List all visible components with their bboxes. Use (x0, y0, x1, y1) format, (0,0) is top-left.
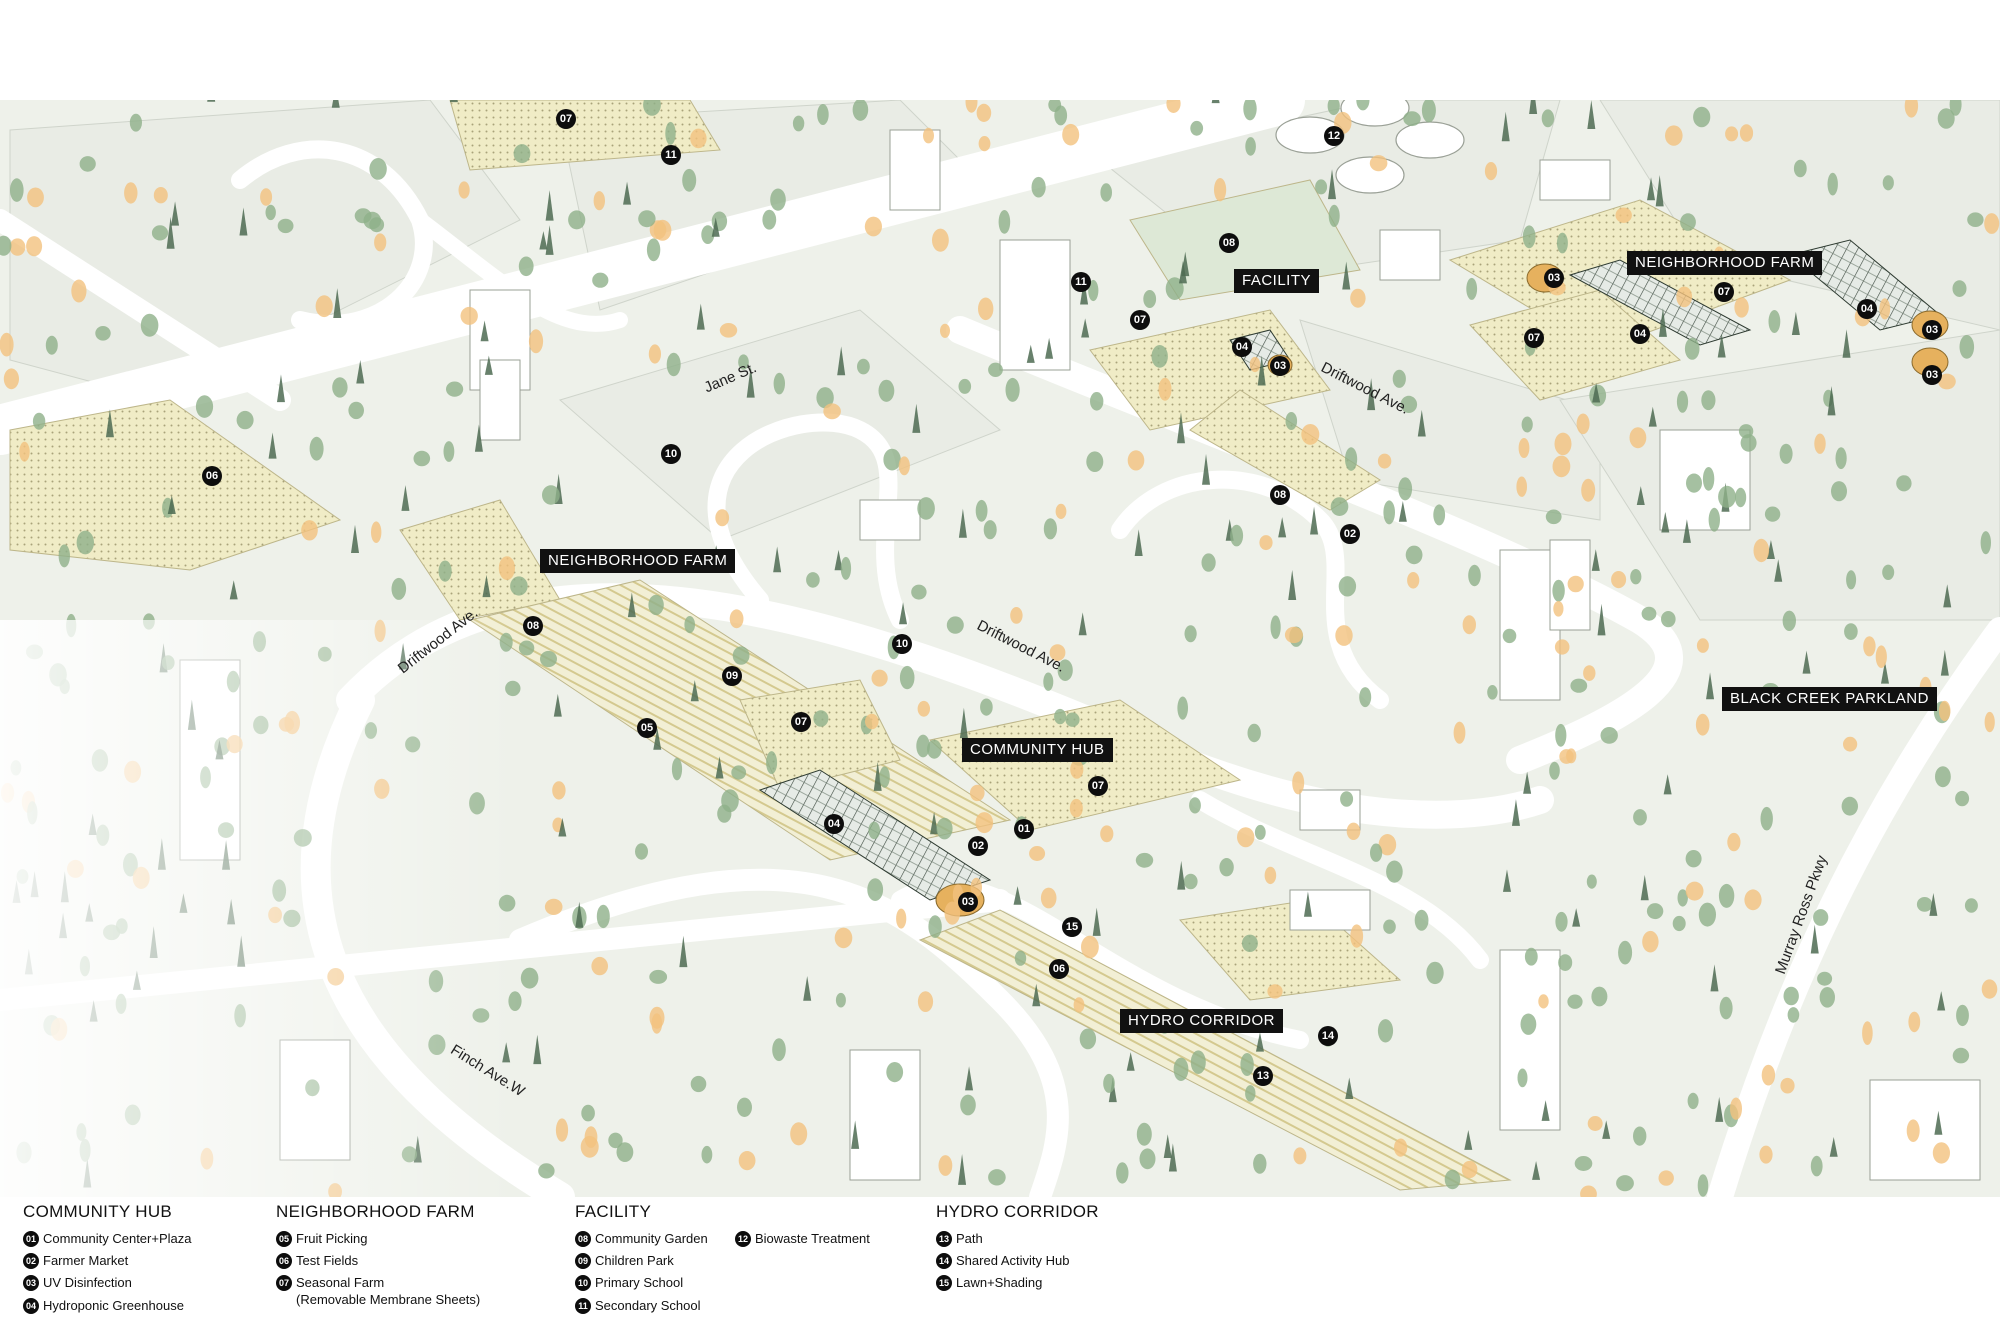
marker-03-nf-east-a: 03 (1544, 268, 1564, 288)
marker-12: 12 (1324, 126, 1344, 146)
marker-07-facility: 07 (1130, 310, 1150, 330)
label-black-creek-parkland: BLACK CREEK PARKLAND (1722, 687, 1937, 711)
marker-02-center: 02 (1340, 524, 1360, 544)
marker-13: 13 (1253, 1066, 1273, 1086)
marker-06-hydro: 06 (1049, 959, 1069, 979)
legend-item-07-note: (Removable Membrane Sheets) (296, 1292, 481, 1307)
label-hydro-corridor: HYDRO CORRIDOR (1120, 1009, 1284, 1033)
marker-09: 09 (722, 666, 742, 686)
legend-hydro-corridor-title: HYDRO CORRIDOR (936, 1202, 1099, 1221)
marker-06-west: 06 (202, 466, 222, 486)
marker-07-hub-west: 07 (791, 712, 811, 732)
label-neighborhood-farm-east: NEIGHBORHOOD FARM (1627, 251, 1823, 275)
marker-04-nf-east-a: 04 (1630, 324, 1650, 344)
marker-10-center: 10 (892, 634, 912, 654)
legend-community-hub-title: COMMUNITY HUB (23, 1202, 173, 1221)
marker-03-hub: 03 (958, 892, 978, 912)
marker-15: 15 (1062, 917, 1082, 937)
marker-11-facility: 11 (1071, 272, 1091, 292)
marker-08-west: 08 (523, 616, 543, 636)
axonometric-site-map (0, 100, 2000, 1197)
label-community-hub: COMMUNITY HUB (962, 738, 1113, 762)
marker-04-hub: 04 (824, 814, 844, 834)
label-facility: FACILITY (1234, 269, 1320, 293)
marker-11-north: 11 (661, 145, 681, 165)
marker-07-nf-east: 07 (1714, 282, 1734, 302)
marker-01-hub: 01 (1014, 819, 1034, 839)
label-neighborhood-farm-west: NEIGHBORHOOD FARM (540, 549, 736, 573)
marker-10-north: 10 (661, 444, 681, 464)
marker-08-center: 08 (1270, 485, 1290, 505)
marker-03-nf-east-b: 03 (1922, 320, 1942, 340)
marker-14: 14 (1318, 1026, 1338, 1046)
marker-04-facility: 04 (1232, 337, 1252, 357)
marker-02-hub: 02 (968, 836, 988, 856)
marker-07-hub: 07 (1088, 776, 1108, 796)
marker-07-nf-east-b: 07 (1524, 328, 1544, 348)
marker-03-facility: 03 (1270, 356, 1290, 376)
marker-05: 05 (637, 718, 657, 738)
marker-03-nf-east-c: 03 (1922, 365, 1942, 385)
legend-facility-title: FACILITY (575, 1202, 652, 1221)
marker-04-nf-east-b: 04 (1857, 299, 1877, 319)
marker-08-facility: 08 (1219, 233, 1239, 253)
marker-07-north: 07 (556, 109, 576, 129)
legend-neighborhood-farm-title: NEIGHBORHOOD FARM (276, 1202, 475, 1221)
